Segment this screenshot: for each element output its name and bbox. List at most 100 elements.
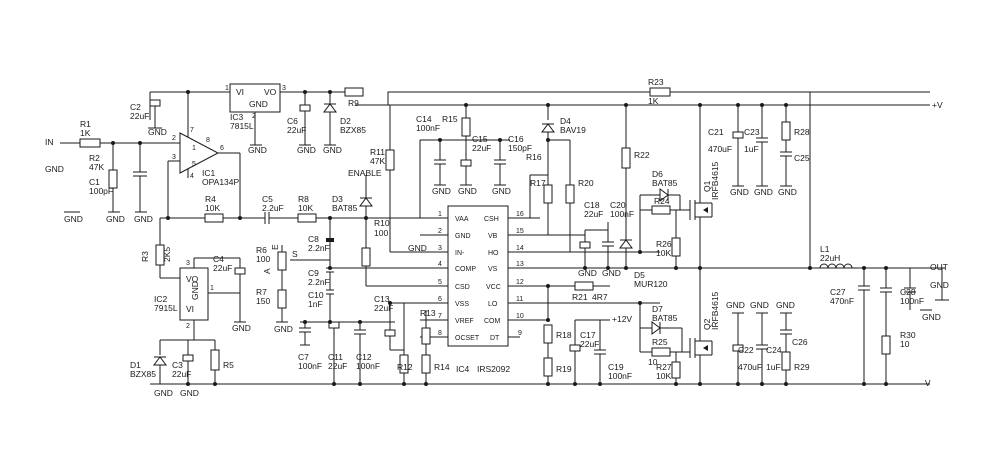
- gnd-label: GND: [492, 186, 511, 196]
- ic4-pin-16-name: CSH: [484, 216, 499, 223]
- c24-value: 1uF: [766, 362, 781, 372]
- net-gnd-input: GND: [45, 164, 64, 174]
- l1-ref: L1: [820, 244, 830, 254]
- net-plus-12v: +12V: [612, 314, 632, 324]
- ic4-pin-10-num: 10: [516, 313, 524, 320]
- pot-a: A: [262, 268, 272, 274]
- c10-ref: C10: [308, 290, 324, 300]
- r12-ref: R12: [397, 362, 413, 372]
- gnd-label: GND: [323, 145, 342, 155]
- c19-ref: C19: [608, 362, 624, 372]
- c23-value: 1uF: [744, 144, 759, 154]
- ic3-pin: 2: [252, 113, 256, 120]
- ic4-pin-13-name: VS: [488, 266, 498, 273]
- gnd-label: GND: [602, 268, 621, 278]
- c2-ref: C2: [130, 102, 141, 112]
- net-in: IN: [45, 137, 54, 147]
- ic4-pin-15-num: 15: [516, 228, 524, 235]
- ic4-pin-2-name: GND: [455, 233, 471, 240]
- c7-ref: C7: [298, 352, 309, 362]
- gnd-label: GND: [754, 187, 773, 197]
- net-out: OUT: [930, 262, 948, 272]
- ic4-pin-8-num: 8: [438, 330, 442, 337]
- gnd-label: GND: [730, 187, 749, 197]
- ic3-pin-name: VI: [236, 87, 244, 97]
- net-minus-v: -V: [922, 378, 931, 388]
- rail-filter-plus: [299, 87, 364, 146]
- r16-ref: R16: [526, 152, 542, 162]
- ic1-pin: 6: [220, 145, 224, 152]
- c16-value: 150pF: [508, 143, 532, 153]
- c7-value: 100nF: [298, 361, 322, 371]
- ic4-pin-12-name: VCC: [486, 284, 501, 291]
- q2-ref: Q2: [702, 318, 712, 330]
- c15-ref: C15: [472, 134, 488, 144]
- c10-value: 1nF: [308, 299, 323, 309]
- l1-value: 22uH: [820, 253, 840, 263]
- q1-value: IRFB4615: [710, 161, 720, 200]
- c8-value: 2.2nF: [308, 243, 330, 253]
- ic3-pin: 3: [282, 85, 286, 92]
- ic1-pin: 5: [192, 161, 196, 168]
- c12-value: 100nF: [356, 361, 380, 371]
- gnd-label: GND: [154, 388, 173, 398]
- ic4-pin-15-name: VB: [488, 233, 498, 240]
- ic2-pin-name: GND: [190, 281, 200, 300]
- r25-ref: R25: [652, 337, 668, 347]
- c17-value: 22uF: [580, 339, 599, 349]
- ic1-part: OPA134P: [202, 177, 240, 187]
- c16-ref: C16: [508, 134, 524, 144]
- r1-ref: R1: [80, 119, 91, 129]
- c20-ref: C20: [610, 200, 626, 210]
- ic4-pin-12-num: 12: [516, 279, 524, 286]
- ic1-pin: 7: [190, 127, 194, 134]
- d3-value: BAT85: [332, 203, 358, 213]
- r2-ref: R2: [89, 153, 100, 163]
- gnd-label: GND: [930, 280, 949, 290]
- gnd-label: GND: [726, 300, 745, 310]
- c20-value: 100nF: [610, 209, 634, 219]
- r23-ref: R23: [648, 77, 664, 87]
- low-side-driver: [420, 268, 713, 384]
- ic4-pin-1-num: 1: [438, 211, 442, 218]
- c17-ref: C17: [580, 330, 596, 340]
- c6-ref: C6: [287, 116, 298, 126]
- gnd-label: GND: [148, 127, 167, 137]
- r11-value: 47K: [370, 156, 385, 166]
- r14-ref: R14: [434, 362, 450, 372]
- ic4-pin-6-num: 6: [438, 296, 442, 303]
- r17-ref: R17: [530, 178, 546, 188]
- c28-value: 100nF: [900, 296, 924, 306]
- d5-value: MUR120: [634, 279, 668, 289]
- ic3-ref: IC3: [230, 112, 244, 122]
- r26-ref: R26: [656, 239, 672, 249]
- r15-ref: R15: [442, 114, 458, 124]
- bootstrap-section: [541, 105, 633, 268]
- c1-ref: C1: [89, 177, 100, 187]
- ic4-pin-16-num: 16: [516, 211, 524, 218]
- gnd-label: GND: [578, 268, 597, 278]
- gnd-label: GND: [776, 300, 795, 310]
- c21-value: 470uF: [708, 144, 732, 154]
- d2-value: BZX85: [340, 125, 366, 135]
- c21-ref: C21: [708, 127, 724, 137]
- r1-value: 1K: [80, 128, 91, 138]
- ic2-pin-name: VO: [186, 274, 199, 284]
- c26-ref: C26: [792, 337, 808, 347]
- r28-ref: R28: [794, 127, 810, 137]
- net-enable: ENABLE: [348, 168, 382, 178]
- r19-ref: R19: [556, 364, 572, 374]
- r21-value: 4R7: [592, 292, 608, 302]
- ic4-pin-2-num: 2: [438, 228, 442, 235]
- ic4-pin-5-name: CSD: [455, 284, 470, 291]
- d7-ref: D7: [652, 304, 663, 314]
- ic4-pin-1-name: VAA: [455, 216, 469, 223]
- gnd-label: GND: [778, 187, 797, 197]
- c6-value: 22uF: [287, 125, 306, 135]
- ic3-pin: 1: [225, 85, 229, 92]
- c18-value: 22uF: [584, 209, 603, 219]
- ic2-ref: IC2: [154, 294, 168, 304]
- c13-ref: C13: [374, 294, 390, 304]
- c25-ref: C25: [794, 153, 810, 163]
